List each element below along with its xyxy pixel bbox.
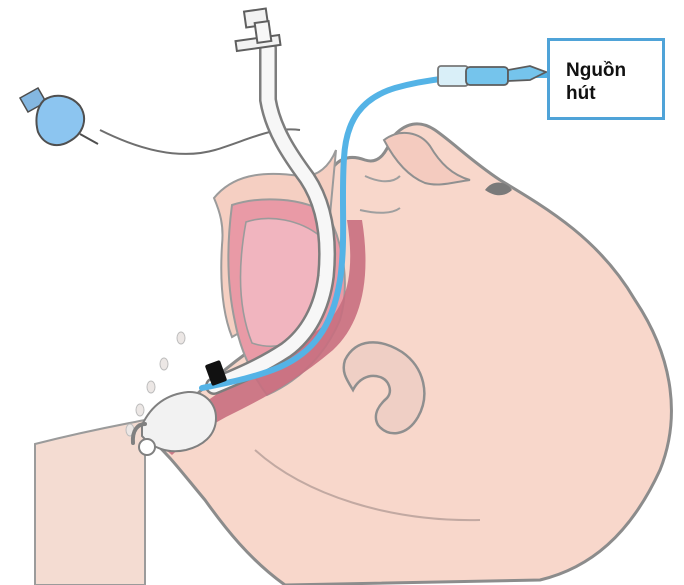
- suction-source-label-line-2: hút: [566, 82, 650, 105]
- neck-shoulder-shape: [35, 420, 145, 585]
- suction-source-label: Nguồn hút: [547, 38, 665, 120]
- suction-source-label-line-1: Nguồn: [566, 59, 650, 82]
- tube-connector-icon: [236, 9, 281, 51]
- suction-connector-icon: [438, 66, 546, 86]
- pilot-balloon-syringe-icon: [20, 88, 98, 145]
